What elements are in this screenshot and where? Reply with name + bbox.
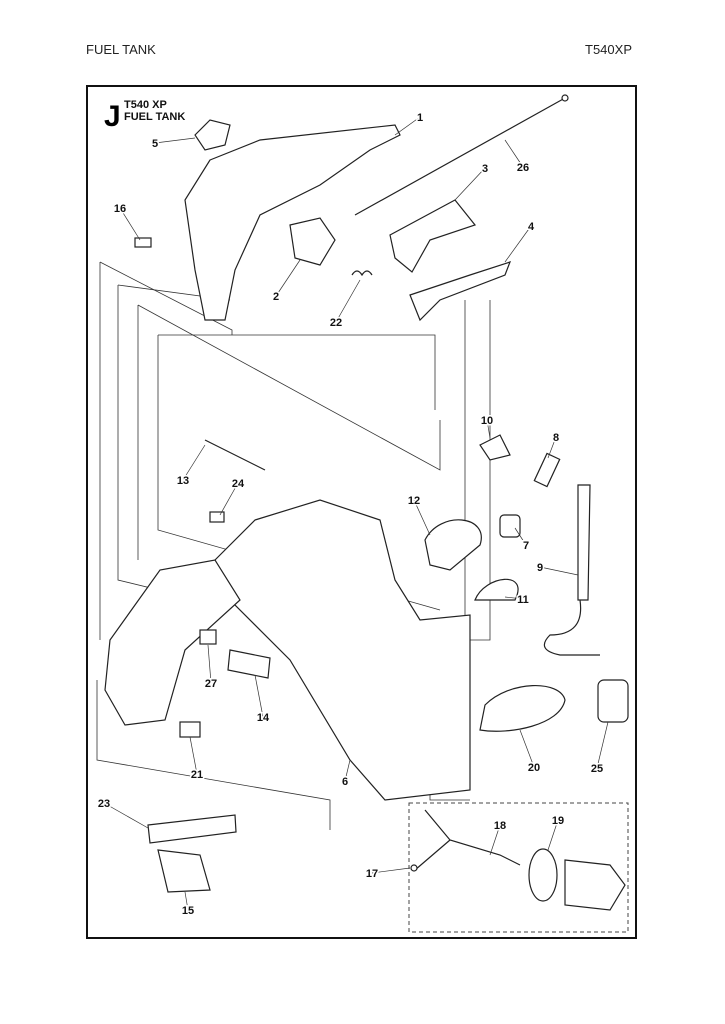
part-1-handle	[184, 124, 401, 321]
diagram-title-name: FUEL TANK	[124, 111, 185, 123]
part-7-grommet	[499, 514, 521, 538]
part-27-bolt	[199, 629, 217, 645]
callout-3: 3	[482, 163, 488, 175]
callout-10: 10	[481, 415, 493, 427]
callout-12: 12	[408, 495, 420, 507]
leader-line-24	[219, 482, 239, 516]
part-13-screw	[204, 439, 266, 471]
callout-24: 24	[232, 478, 245, 490]
page-header-model: T540XP	[585, 42, 632, 57]
part-10-hose	[479, 434, 511, 461]
callout-26: 26	[517, 162, 529, 174]
leader-line-25	[596, 721, 609, 769]
part-24-screw	[209, 511, 225, 523]
leader-line-27	[207, 644, 212, 684]
callout-1: 1	[417, 112, 423, 124]
part-4-lever	[409, 261, 512, 322]
part-26-cable	[354, 97, 566, 216]
leader-line-3	[454, 167, 486, 201]
leader-line-12	[413, 499, 431, 536]
part-21-screw	[179, 721, 201, 738]
part-23-plate	[147, 814, 237, 844]
leader-line-9	[539, 566, 579, 576]
fuel-cap-group-box	[408, 802, 629, 933]
part-17-pin	[410, 864, 418, 872]
callout-20: 20	[528, 762, 540, 774]
part-15-buffer	[157, 849, 211, 893]
part-11-clamp	[474, 578, 519, 601]
callout-6: 6	[342, 776, 348, 788]
leader-line-26	[504, 139, 524, 168]
leader-line-8	[547, 436, 557, 459]
callout-5: 5	[152, 138, 158, 150]
part-12-clamp	[424, 519, 482, 571]
part-6-tank-side	[104, 559, 241, 726]
leader-line-23	[103, 802, 149, 829]
part-3-trigger	[389, 199, 477, 273]
callout-15: 15	[182, 905, 194, 917]
part-8-fitting	[533, 452, 561, 488]
leader-line-21	[189, 736, 198, 775]
section-letter: J	[104, 100, 121, 133]
callout-7: 7	[523, 540, 529, 552]
callout-23: 23	[98, 798, 110, 810]
callout-8: 8	[553, 432, 559, 444]
callout-16: 16	[114, 203, 126, 215]
part-18-strap	[414, 809, 521, 871]
part-14-buffer	[227, 649, 271, 679]
part-2-lock	[289, 217, 336, 266]
leader-line-2	[275, 259, 301, 297]
callout-17: 17	[366, 868, 378, 880]
leader-line-11	[504, 596, 524, 600]
callout-4: 4	[528, 221, 535, 233]
leader-line-10	[486, 419, 491, 439]
part-fuel-cap	[564, 859, 626, 911]
leader-lines	[103, 116, 609, 911]
part-16-pin	[134, 237, 152, 248]
callout-11: 11	[517, 594, 529, 606]
callout-9: 9	[537, 562, 543, 574]
diagram-frame	[86, 85, 637, 939]
leader-line-19	[547, 819, 559, 851]
part-9-hose	[543, 599, 600, 656]
callout-27: 27	[205, 678, 217, 690]
part-19-seal	[528, 848, 558, 902]
part-9-pipe	[577, 484, 591, 601]
part-25-filter	[597, 679, 629, 723]
leader-line-18	[489, 824, 501, 856]
callout-14: 14	[257, 712, 270, 724]
callout-2: 2	[273, 291, 279, 303]
callout-19: 19	[552, 815, 564, 827]
page-header-title: FUEL TANK	[86, 42, 156, 57]
part-20-cover	[479, 684, 566, 732]
leader-line-15	[184, 891, 189, 911]
callout-18: 18	[494, 820, 506, 832]
leader-line-5	[154, 137, 196, 144]
leader-line-16	[119, 207, 141, 241]
diagram-title-model: T540 XP	[124, 99, 167, 111]
callout-22: 22	[330, 317, 342, 329]
leader-line-7	[514, 527, 527, 546]
part-5-switch	[194, 119, 231, 151]
leader-line-1	[394, 116, 421, 136]
leader-line-17	[371, 867, 411, 874]
leader-line-22	[335, 279, 361, 323]
part-22-spring	[351, 270, 373, 277]
callout-13: 13	[177, 475, 189, 487]
leader-line-14	[254, 674, 264, 718]
parts	[104, 94, 629, 911]
leader-line-6	[344, 759, 351, 782]
callout-21: 21	[191, 769, 203, 781]
leader-line-20	[519, 729, 535, 768]
leader-line-4	[504, 225, 532, 263]
leader-line-13	[182, 444, 206, 481]
callout-25: 25	[591, 763, 603, 775]
